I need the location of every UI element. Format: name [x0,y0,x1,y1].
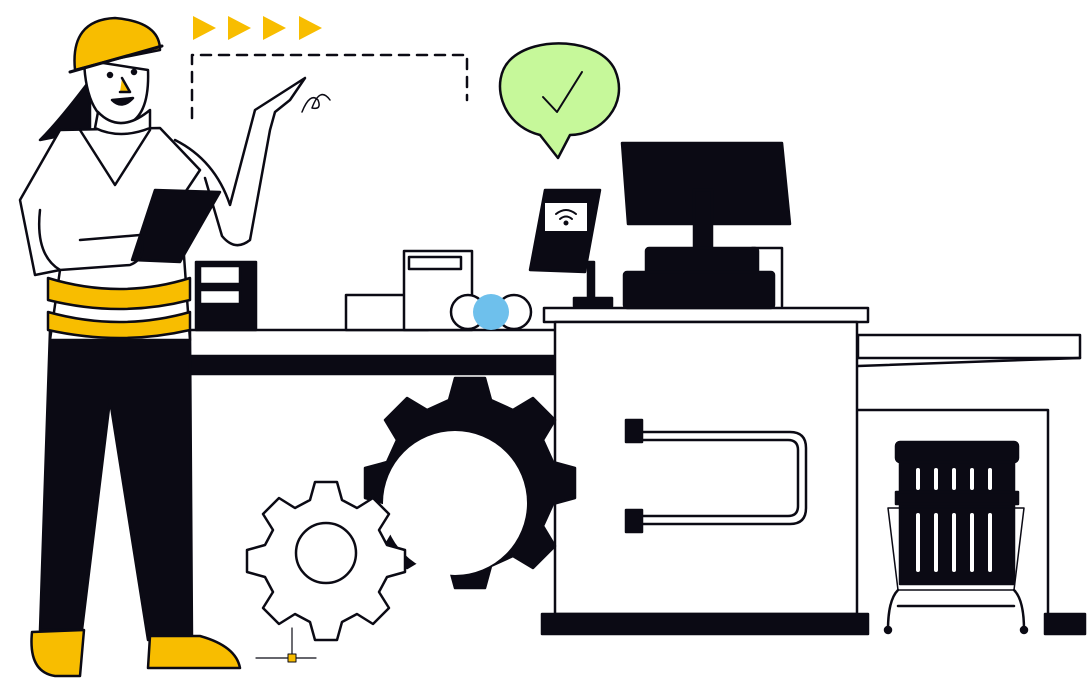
wifi-icon [555,209,577,226]
worker [18,16,331,678]
check-icon [498,42,621,160]
card-reader [528,188,614,308]
play-arrow-icon [193,16,322,40]
pos-terminal [620,141,792,310]
gear-icon [363,376,577,590]
orb [473,294,509,330]
dashed-frame [190,53,469,120]
gear-icon [245,480,407,642]
basket-icon [883,440,1029,635]
handle [633,430,808,526]
